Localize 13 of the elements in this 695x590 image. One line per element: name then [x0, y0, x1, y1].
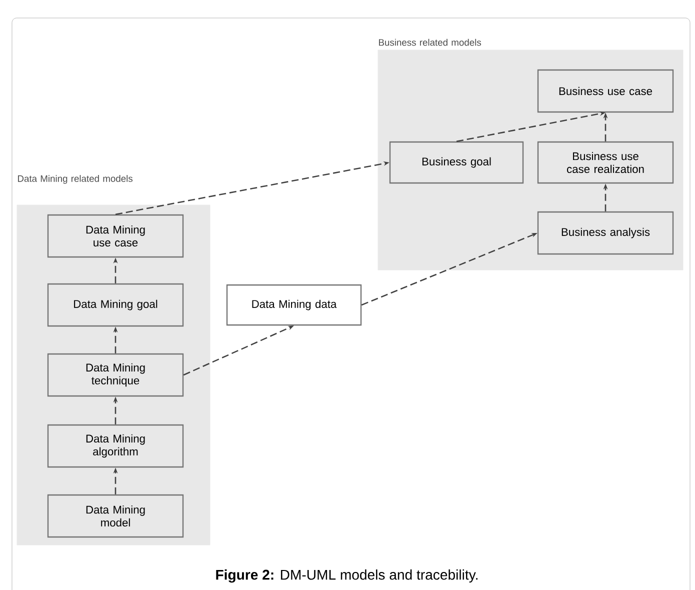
model-box: Data Mining goal [47, 283, 184, 327]
model-box: Data Mining technique [47, 353, 184, 397]
model-box: Business use case realization [537, 141, 674, 184]
model-box: Data Mining model [47, 494, 184, 538]
model-box: Business goal [389, 141, 524, 184]
model-box: Data Mining use case [47, 214, 184, 258]
model-box: Business analysis [537, 211, 674, 255]
caption: Figure 2: DM-UML models and tracebility. [216, 569, 478, 583]
model-box: Business use case [537, 69, 674, 113]
model-box: Data Mining algorithm [47, 424, 184, 468]
node-label: Business related models [379, 38, 482, 46]
model-box: Data Mining data [226, 284, 362, 326]
node-label: Data Mining related models [18, 175, 133, 184]
